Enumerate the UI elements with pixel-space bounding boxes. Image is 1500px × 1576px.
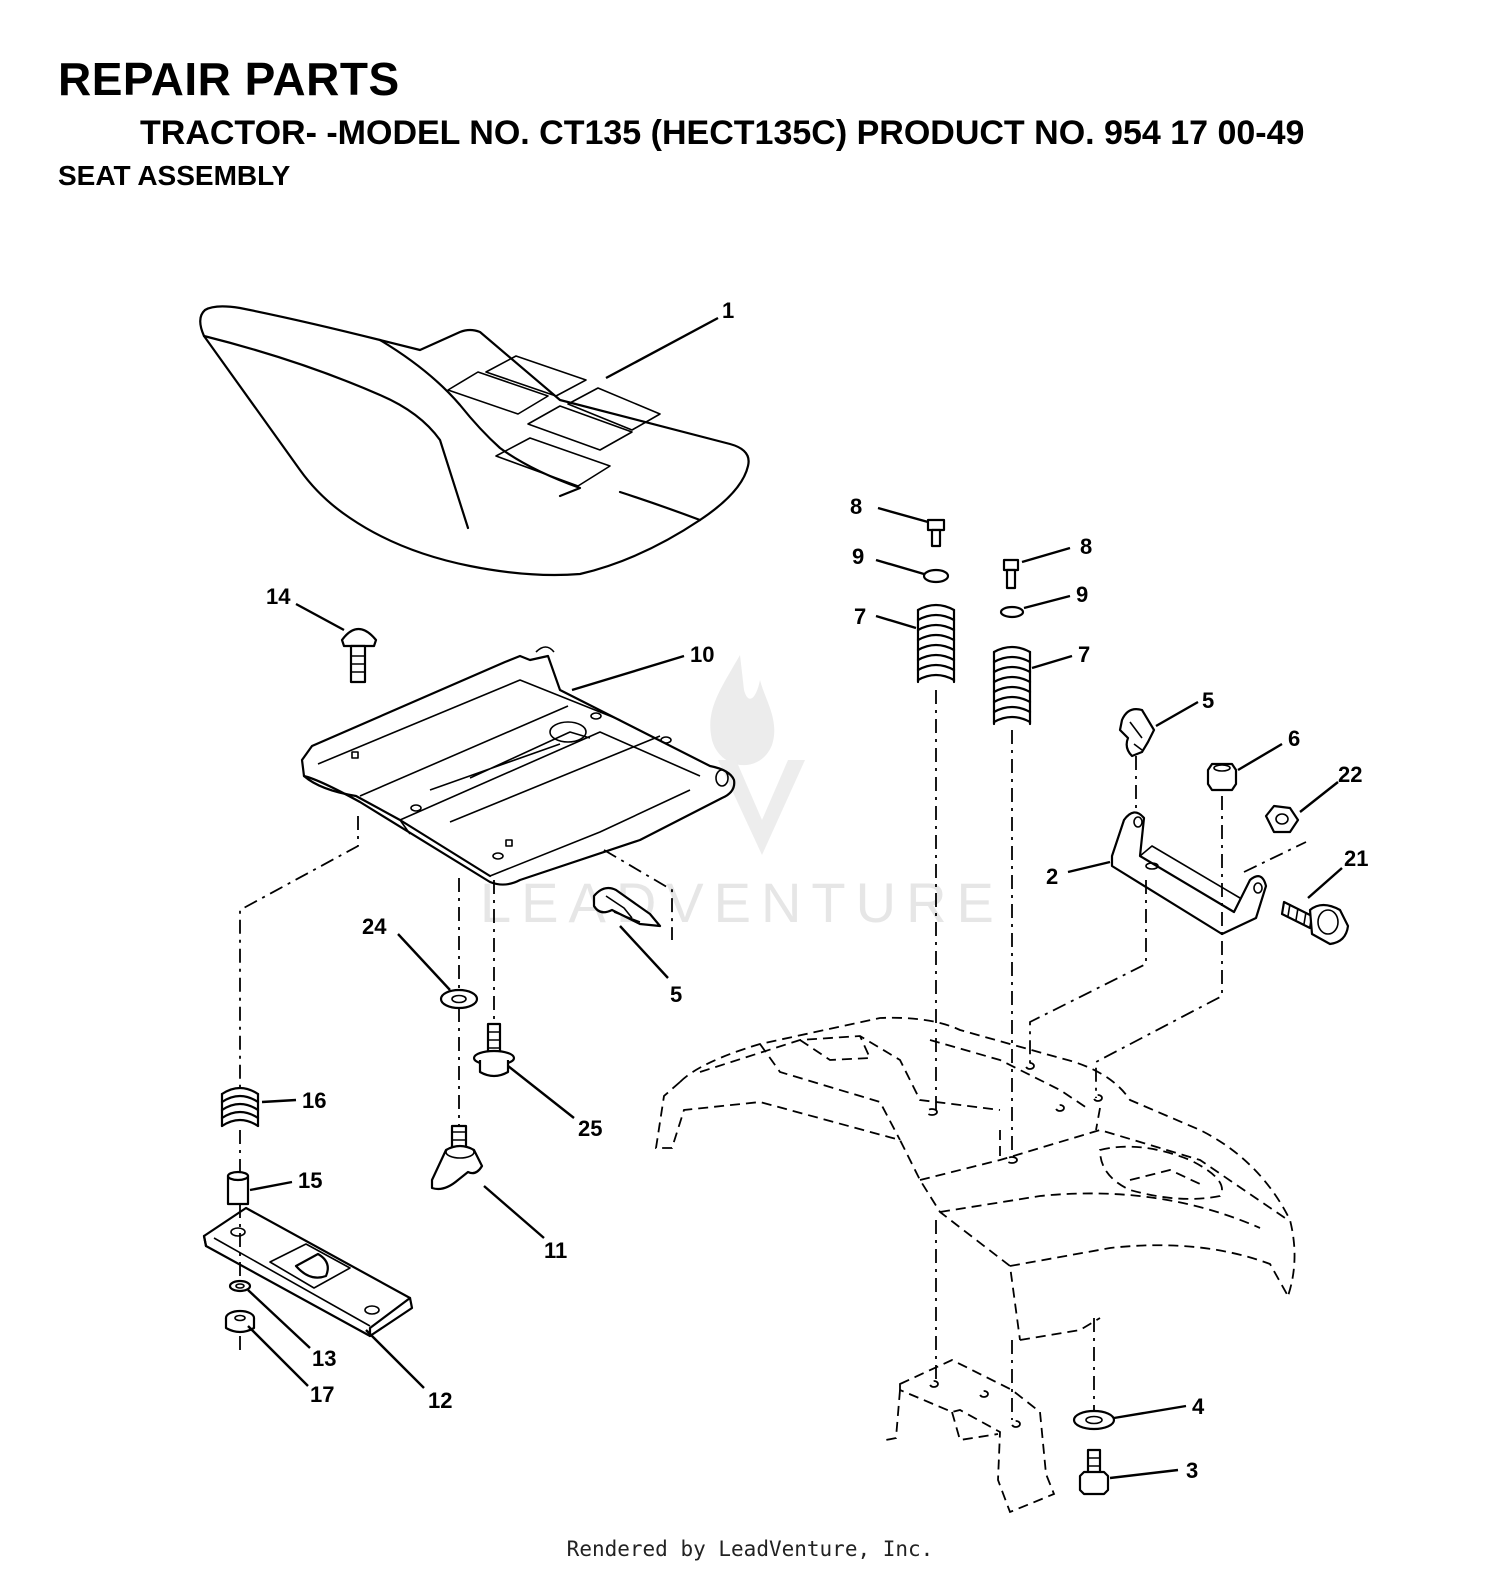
callout-6: 6 [1288, 726, 1300, 751]
callout-12: 12 [428, 1388, 452, 1413]
callout-15: 15 [298, 1168, 322, 1193]
callout-21: 21 [1344, 846, 1368, 871]
callout-3: 3 [1186, 1458, 1198, 1483]
washer-24 [439, 988, 479, 1010]
spring-16 [220, 1086, 260, 1128]
nut-17 [224, 1309, 256, 1334]
callout-5-right: 5 [1202, 688, 1214, 713]
bolt-3 [1078, 1448, 1110, 1496]
washer-4 [1072, 1409, 1116, 1431]
callout-10: 10 [690, 642, 714, 667]
washer-9-left [922, 568, 950, 584]
callout-7-right: 7 [1078, 642, 1090, 667]
callout-17: 17 [310, 1382, 334, 1407]
watermark-text: LEADVENTURE [480, 871, 1004, 934]
watermark: LEADVENTURE [480, 655, 1004, 934]
callout-24: 24 [362, 914, 387, 939]
callout-1: 1 [722, 298, 734, 323]
knob-11 [430, 1124, 484, 1191]
callout-16: 16 [302, 1088, 326, 1113]
callout-4: 4 [1192, 1394, 1205, 1419]
section-title: SEAT ASSEMBLY [58, 160, 291, 191]
callout-11: 11 [544, 1238, 567, 1263]
clip-5-left [592, 886, 662, 928]
slide-plate-12 [202, 1206, 414, 1338]
callout-8-right: 8 [1080, 534, 1092, 559]
callout-14: 14 [266, 584, 291, 609]
callout-numbers: 1 14 10 5 24 25 16 15 11 12 13 17 8 9 7 … [266, 298, 1368, 1483]
leader-lines [247, 316, 1343, 1480]
nut-6 [1206, 762, 1238, 792]
spring-7-left [916, 603, 956, 684]
bolt-21 [1280, 900, 1350, 946]
spacer-15 [226, 1170, 250, 1206]
washer-9-right [999, 605, 1025, 619]
callout-5-left: 5 [670, 982, 682, 1007]
seat-pan-10 [300, 646, 736, 886]
callout-7-left: 7 [854, 604, 866, 629]
footer-credit: Rendered by LeadVenture, Inc. [566, 1537, 934, 1561]
callout-2: 2 [1046, 864, 1058, 889]
page-title: REPAIR PARTS [58, 53, 400, 105]
watermark-flame-icon [710, 655, 775, 766]
seat-drawing [199, 305, 750, 577]
nut-22 [1264, 804, 1300, 834]
bolt-8-left [926, 518, 946, 548]
washer-13 [228, 1279, 252, 1293]
callout-22: 22 [1338, 762, 1362, 787]
carriage-bolt-14 [340, 627, 378, 684]
clip-5-right [1118, 708, 1156, 758]
callout-25: 25 [578, 1116, 602, 1141]
bolt-8-right [1002, 558, 1020, 590]
tractor-frame-phantom [654, 1016, 1296, 1514]
bracket-2 [1110, 811, 1268, 936]
spring-7-right [992, 645, 1032, 726]
callout-13: 13 [312, 1346, 336, 1371]
model-subtitle: TRACTOR- -MODEL NO. CT135 (HECT135C) PRO… [140, 114, 1305, 152]
callout-9-right: 9 [1076, 582, 1088, 607]
callout-8-left: 8 [850, 494, 862, 519]
callout-9-left: 9 [852, 544, 864, 569]
bolt-25 [472, 1022, 516, 1078]
watermark-v-icon [718, 760, 805, 855]
assembly-centerlines [239, 690, 1307, 1420]
